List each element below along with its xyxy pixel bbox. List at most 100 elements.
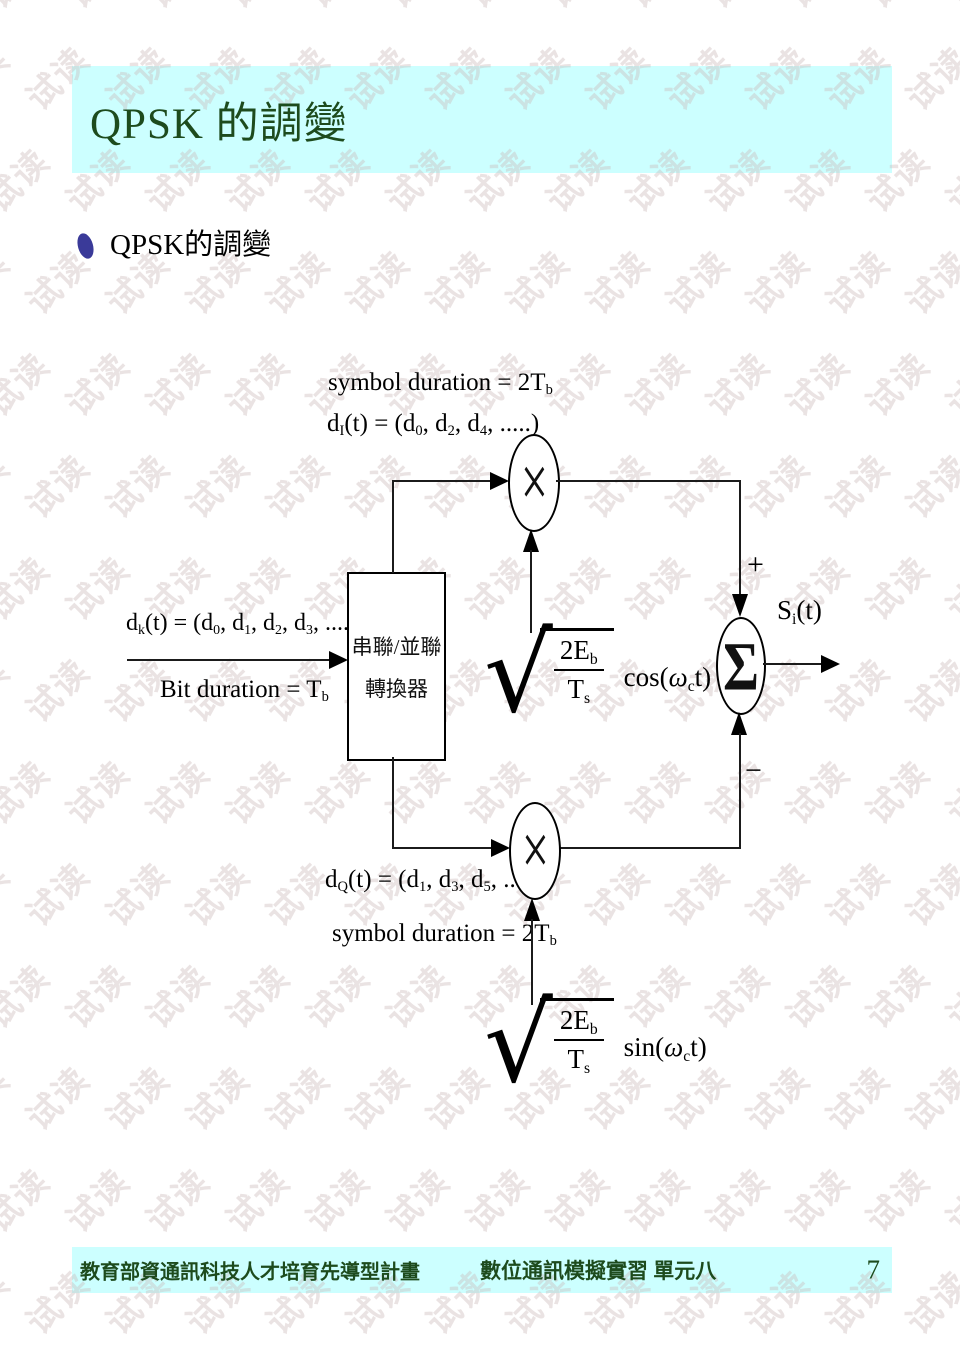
watermark-text: 试读	[338, 447, 419, 527]
watermark-text: 试读	[818, 447, 899, 527]
wire-top-output-vertical	[739, 480, 741, 596]
watermark-text: 试读	[658, 855, 739, 935]
watermark-text: 试读	[938, 345, 960, 425]
arrowhead-output	[821, 655, 840, 673]
sin-fraction-denominator: Ts	[567, 1044, 591, 1077]
watermark-text: 试读	[853, 0, 939, 17]
watermark-text: 试读	[378, 1161, 459, 1241]
watermark-text: 试读	[738, 1059, 819, 1139]
watermark-text: 试读	[18, 855, 99, 935]
wire-bottom-output-horizontal	[557, 847, 741, 849]
footer-center-text: 數位通訊模擬實習 單元八	[480, 1259, 717, 1283]
watermark-text: 试读	[898, 1059, 960, 1139]
watermark-text: 试读	[0, 1059, 19, 1139]
watermark-text: 试读	[18, 651, 99, 731]
watermark-text: 试读	[618, 549, 699, 629]
watermark-text: 试读	[618, 345, 699, 425]
sin-term: sin(ωct)	[623, 1032, 707, 1065]
watermark-text: 试读	[613, 0, 699, 17]
watermark-text: 试读	[658, 447, 739, 527]
watermark-text: 试读	[658, 243, 739, 323]
multiplier-bottom-node: ×	[509, 802, 561, 900]
watermark-text: 试读	[418, 447, 499, 527]
watermark-text: 试读	[858, 345, 939, 425]
page-title: QPSK 的調變	[90, 100, 348, 148]
watermark-text: 试读	[698, 345, 779, 425]
converter-label-line2: 轉換器	[365, 676, 428, 701]
wire-input	[127, 659, 330, 661]
sin-carrier-formula: √ 2Eb Ts sin(ωct)	[484, 991, 707, 1099]
cos-carrier-formula: √ 2Eb Ts cos(ωct)	[484, 612, 712, 737]
arrowhead-cos-carrier	[523, 529, 539, 552]
watermark-text: 试读	[18, 447, 99, 527]
wire-cos-carrier	[530, 550, 532, 633]
watermark-text: 试读	[178, 447, 259, 527]
watermark-text: 试读	[138, 957, 219, 1037]
sin-fraction: 2Eb Ts	[539, 998, 614, 1077]
watermark-text: 试读	[0, 549, 59, 629]
input-signal-label: dk(t) = (d0, d1, d2, d3, .....)	[126, 610, 363, 639]
watermark-text: 试读	[778, 1161, 859, 1241]
watermark-text: 试读	[938, 141, 960, 221]
watermark-text: 试读	[0, 855, 19, 935]
wire-output	[763, 663, 821, 665]
watermark-text: 试读	[138, 753, 219, 833]
footer-left-text: 教育部資通訊科技人才培育先導型計畫	[80, 1261, 420, 1284]
arrowhead-top-multiplier	[490, 472, 509, 490]
arrowhead-summer-minus	[731, 712, 747, 735]
watermark-text: 试读	[218, 957, 299, 1037]
arrowhead-sin-carrier	[524, 898, 540, 921]
cos-fraction-denominator: Ts	[567, 674, 591, 707]
watermark-text: 试读	[0, 1161, 59, 1241]
watermark-text: 试读	[133, 0, 219, 17]
watermark-text: 试读	[0, 243, 19, 323]
arrowhead-input	[329, 651, 348, 669]
watermark-text: 试读	[138, 1161, 219, 1241]
watermark-text: 试读	[338, 1059, 419, 1139]
cos-term: cos(ωct)	[623, 662, 712, 695]
minus-sign: −	[745, 754, 762, 787]
wire-bottom-branch-vertical	[392, 757, 394, 849]
watermark-text: 试读	[213, 0, 299, 17]
watermark-text: 试读	[698, 1161, 779, 1241]
watermark-text: 试读	[218, 1161, 299, 1241]
watermark-text: 试读	[778, 345, 859, 425]
watermark-text: 试读	[778, 957, 859, 1037]
footer-bar: 教育部資通訊科技人才培育先導型計畫 數位通訊模擬實習 單元八 7	[72, 1247, 892, 1293]
bit-duration-label: Bit duration = Tb	[160, 676, 329, 706]
watermark-text: 试读	[218, 345, 299, 425]
watermark-text: 试读	[858, 1161, 939, 1241]
watermark-text: 试读	[618, 1161, 699, 1241]
sqrt-icon: √	[484, 612, 553, 737]
watermark-text: 试读	[298, 957, 379, 1037]
wire-bottom-output-vertical	[739, 733, 741, 849]
watermark-text: 试读	[18, 1059, 99, 1139]
watermark-text: 试读	[533, 0, 619, 17]
watermark-text: 试读	[618, 753, 699, 833]
watermark-text: 试读	[258, 447, 339, 527]
watermark-text: 试读	[58, 1161, 139, 1241]
watermark-text: 试读	[138, 345, 219, 425]
watermark-text: 试读	[0, 651, 19, 731]
watermark-text: 试读	[578, 243, 659, 323]
watermark-text: 试读	[98, 855, 179, 935]
serial-parallel-converter-box: 串聯/並聯 轉換器	[347, 572, 446, 761]
watermark-text: 试读	[898, 1263, 960, 1343]
multiplier-top-node: ×	[508, 434, 560, 532]
watermark-text: 试读	[938, 957, 960, 1037]
wire-top-branch-vertical	[392, 481, 394, 573]
converter-label-line1: 串聯/並聯	[351, 634, 442, 659]
watermark-text: 试读	[498, 243, 579, 323]
cos-fraction-numerator: 2Eb	[553, 635, 604, 671]
watermark-text: 试读	[98, 1059, 179, 1139]
watermark-text: 试读	[858, 957, 939, 1037]
watermark-text: 试读	[738, 855, 819, 935]
watermark-text: 试读	[818, 243, 899, 323]
watermark-text: 试读	[698, 753, 779, 833]
watermark-text: 试读	[338, 243, 419, 323]
sin-fraction-numerator: 2Eb	[553, 1005, 604, 1041]
watermark-text: 试读	[778, 753, 859, 833]
watermark-text: 试读	[538, 1161, 619, 1241]
title-bar: QPSK 的調變	[72, 66, 892, 173]
